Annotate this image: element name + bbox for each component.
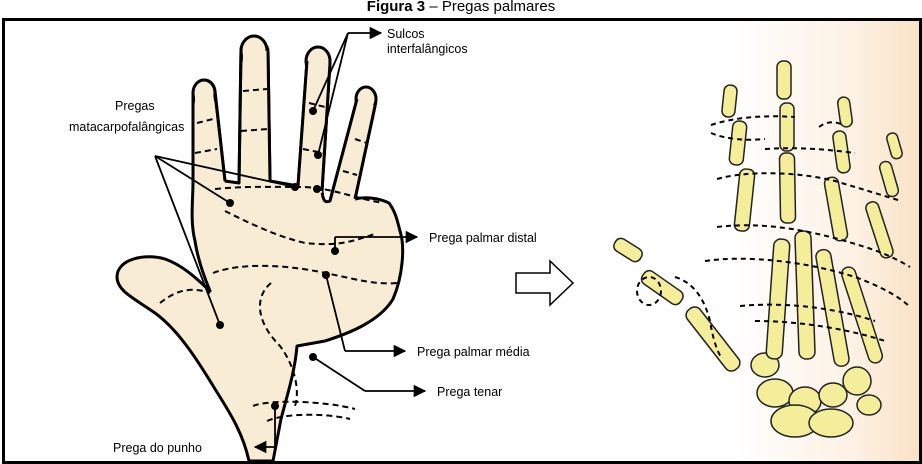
diagram-frame: Sulcos interfalângicos Pregas matacarpof…	[2, 18, 922, 464]
label-prega-do-punho: Prega do punho	[113, 441, 202, 456]
label-sulcos-line1: Sulcos	[387, 27, 468, 42]
label-prega-palmar-media: Prega palmar média	[417, 345, 530, 360]
label-sulcos-line2: interfalângicos	[387, 42, 468, 57]
label-prega-palmar-distal: Prega palmar distal	[429, 231, 537, 246]
figure-caption-text: – Pregas palmares	[429, 0, 555, 15]
label-pregas-line2-wrap: matacarpofalângicas	[69, 120, 184, 135]
figure-caption-label: Figura 3	[367, 0, 425, 15]
finger-fill	[195, 51, 375, 201]
hollow-arrow	[516, 261, 573, 305]
label-pregas-line1: Pregas	[115, 99, 155, 114]
label-pregas-metacarpofalangicas: Pregas	[115, 99, 155, 114]
hand-illustration	[117, 33, 425, 461]
label-prega-tenar: Prega tenar	[437, 385, 502, 400]
figure-caption: Figura 3 – Pregas palmares	[0, 0, 922, 20]
label-sulcos-interfalangicos: Sulcos interfalângicos	[387, 27, 468, 57]
label-pregas-line2: matacarpofalângicas	[69, 120, 184, 135]
